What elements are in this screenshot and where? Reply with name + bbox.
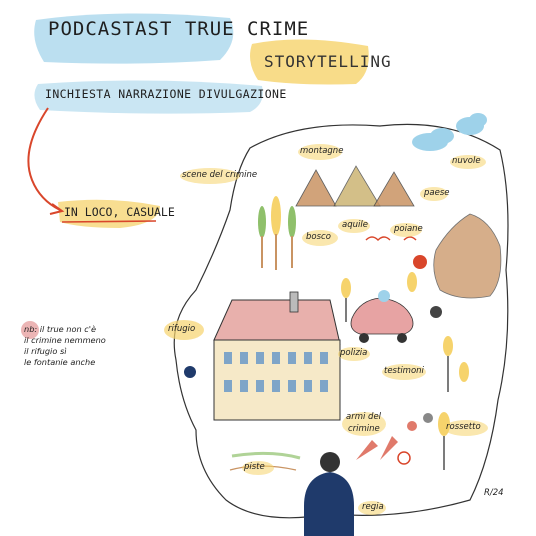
label-armi-2: crimine [348, 424, 380, 434]
label-armi-1: armi del [346, 412, 382, 422]
note-line-4: le fontanie anche [24, 357, 96, 367]
note: nb: il true non c'è il crimine nemmeno i… [24, 324, 134, 368]
note-line-3: il rifugio sì [24, 346, 67, 356]
label-scene: scene del crimine [182, 170, 258, 180]
police-car [350, 297, 414, 335]
label-paese: paese [424, 188, 450, 198]
label-rossetto: rossetto [446, 422, 481, 432]
subtitle: INCHIESTA NARRAZIONE DIVULGAZIONE [45, 87, 287, 101]
label-rifugio: rifugio [168, 324, 196, 334]
title: PODCASTAST TRUE CRIME [48, 18, 310, 40]
title-wash [34, 13, 234, 64]
signature: R/24 [484, 488, 504, 498]
director [304, 472, 354, 536]
village [433, 213, 502, 299]
storytelling-wash [250, 39, 369, 85]
note-line-1: nb: il true non c'è [24, 324, 97, 334]
label-piste: piste [244, 462, 265, 472]
label-bosco: bosco [306, 232, 331, 242]
mountain-2 [333, 165, 381, 207]
label-testimoni: testimoni [384, 366, 424, 376]
label-aquile: aquile [342, 220, 368, 230]
subtitle-wash [34, 80, 263, 114]
mountain-1 [295, 169, 337, 207]
red-arrow [27, 107, 61, 211]
in-luogo-label: IN LOCO, CASUALE [64, 205, 175, 219]
storytelling-label: STORYTELLING [264, 52, 392, 71]
label-poiane: poiane [394, 224, 423, 234]
label-montagne: montagne [300, 146, 344, 156]
label-polizia: polizia [340, 348, 368, 358]
refuge-roof [213, 299, 341, 345]
map-outline [173, 123, 509, 519]
label-regia: regia [362, 502, 384, 512]
mountain-3 [373, 171, 415, 207]
note-line-2: il crimine nemmeno [24, 335, 106, 345]
label-nuvole: nuvole [452, 156, 481, 166]
